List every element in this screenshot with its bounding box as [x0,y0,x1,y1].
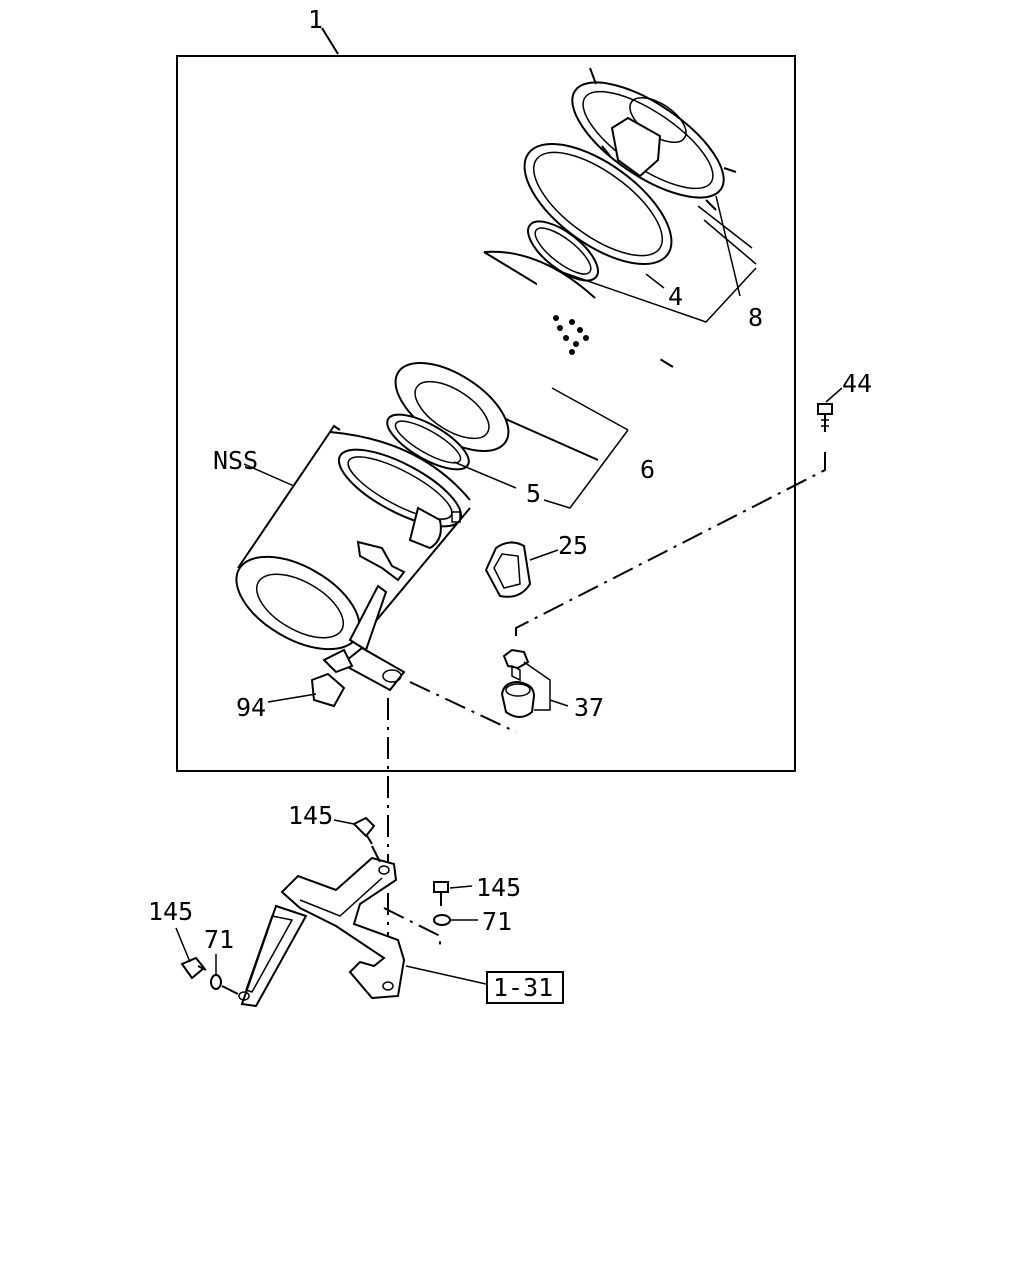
label-plug-94: 94 [236,693,266,722]
label-seal-ring-4: 4 [668,282,683,311]
bolt-145-top-centerline [371,845,381,863]
label-mount-37: 37 [574,693,604,722]
washer-71-right-part[interactable] [433,914,451,926]
leader-lines [175,195,843,985]
label-gasket-5: 5 [526,479,541,508]
bracket-left-centerline [221,985,239,995]
label-bolt-145-left: 145 [148,897,193,926]
element-top-seal[interactable] [519,211,607,291]
label-washer-71-left: 71 [204,925,234,954]
label-cover-8: 8 [748,303,763,332]
bolt-145-top-part[interactable] [352,816,376,845]
label-ref-1-31: 1-31 [493,973,553,1002]
housing-part[interactable] [221,424,471,692]
bracket-bolt-centerline [383,907,441,946]
assembly-leader [321,27,339,55]
label-bolt-145-right: 145 [476,873,521,902]
plug-part[interactable] [310,648,354,708]
bolt-44-part[interactable] [817,403,833,432]
bolt-44-centerline [515,452,826,640]
filter-element-part[interactable] [381,246,680,469]
label-valve-25: 25 [558,531,588,560]
valve-part[interactable] [484,541,532,598]
label-bolt-145-top: 145 [288,801,333,830]
bracket-part[interactable] [238,856,406,1008]
label-element-6: 6 [640,455,655,484]
reference-bracket-box[interactable]: 1-31 [486,971,564,1004]
bolt-145-left-part[interactable] [180,956,207,980]
label-washer-71-right: 71 [482,907,512,936]
cover-part[interactable] [555,61,741,219]
rubber-mount-part[interactable] [500,648,536,718]
label-assembly-1: 1 [308,5,323,34]
gasket-part[interactable] [380,404,477,479]
washer-71-left-part[interactable] [210,974,222,990]
label-nss: NSS [213,446,258,475]
mount-centerline [409,681,517,733]
label-bolt-44: 44 [842,369,872,398]
assembly-frame [176,55,796,772]
bolt-145-right-part[interactable] [433,881,449,906]
